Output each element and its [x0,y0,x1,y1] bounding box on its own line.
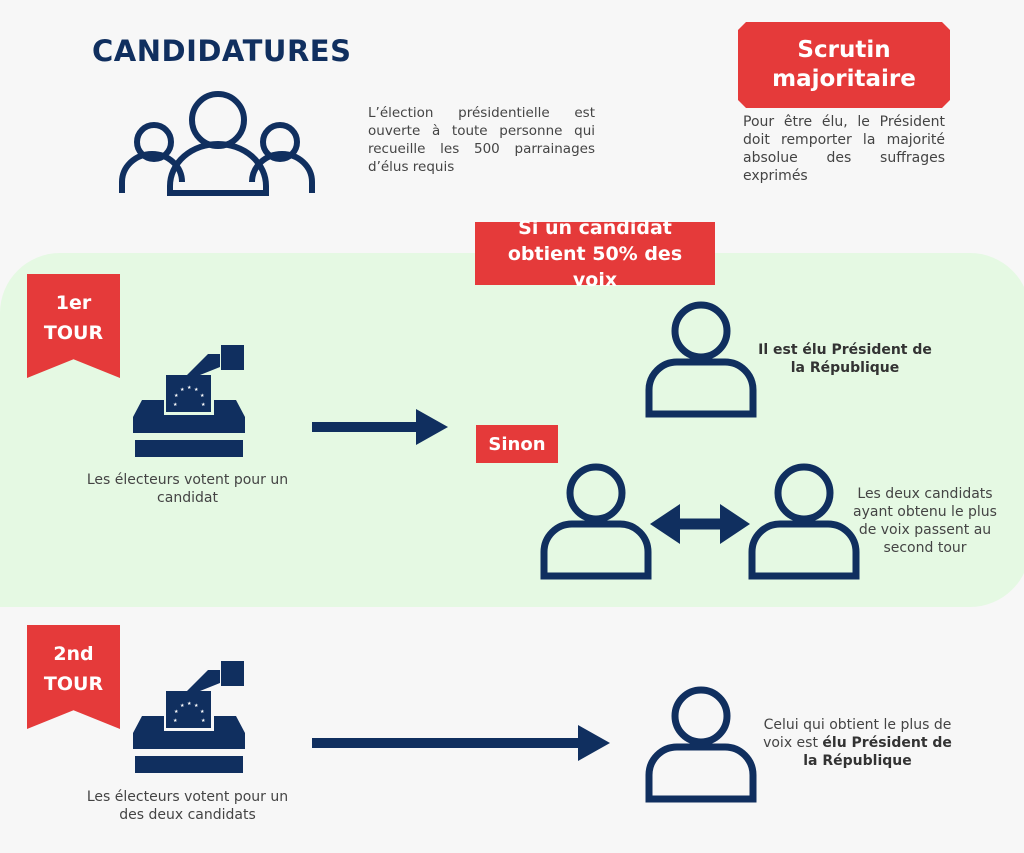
condition-badge: Si un candidat obtient 50% des voix [475,217,715,291]
candidatures-text: L’élection présidentielle est ouverte à … [368,105,595,175]
elected-text: Il est élu Président de la République [758,342,932,376]
double-arrow-icon [650,504,750,544]
svg-text:★: ★ [180,703,185,709]
svg-text:★: ★ [201,402,206,408]
scrutin-text: Pour être élu, le Président doit remport… [743,114,945,184]
person-icon [645,686,757,803]
result-bold: élu Président de la République [803,735,952,769]
ballot-box-icon: ★★★★★★★ [133,345,245,457]
arrow-right-icon [312,409,448,445]
svg-text:★: ★ [200,709,205,715]
svg-text:★: ★ [187,701,192,707]
person-icon [645,301,757,418]
page-title: CANDIDATURES [92,34,352,68]
arrow-right-icon [312,725,610,761]
svg-text:★: ★ [180,387,185,393]
second-round-caption: Les électeurs votent pour un des deux ca… [86,789,289,823]
group-icon [119,91,315,196]
svg-text:★: ★ [201,718,206,724]
svg-text:★: ★ [173,718,178,724]
svg-text:★: ★ [200,393,205,399]
svg-text:★: ★ [174,709,179,715]
svg-text:★: ★ [194,703,199,709]
svg-text:★: ★ [194,387,199,393]
person-icon [540,463,652,580]
result-prefix: Celui qui obtient le plus de voix est [763,717,952,751]
otherwise-badge: Sinon [476,425,558,463]
scrutin-badge: Scrutin majoritaire [738,22,950,108]
svg-text:★: ★ [173,402,178,408]
svg-text:★: ★ [187,385,192,391]
person-icon [748,463,860,580]
svg-text:★: ★ [174,393,179,399]
first-round-caption: Les électeurs votent pour un candidat [86,472,289,506]
runoff-text: Les deux candidats ayant obtenu le plus … [853,486,997,556]
ballot-box-icon: ★★★★★★★ [133,661,245,773]
final-result-text: Celui qui obtient le plus de voix est él… [755,716,960,770]
